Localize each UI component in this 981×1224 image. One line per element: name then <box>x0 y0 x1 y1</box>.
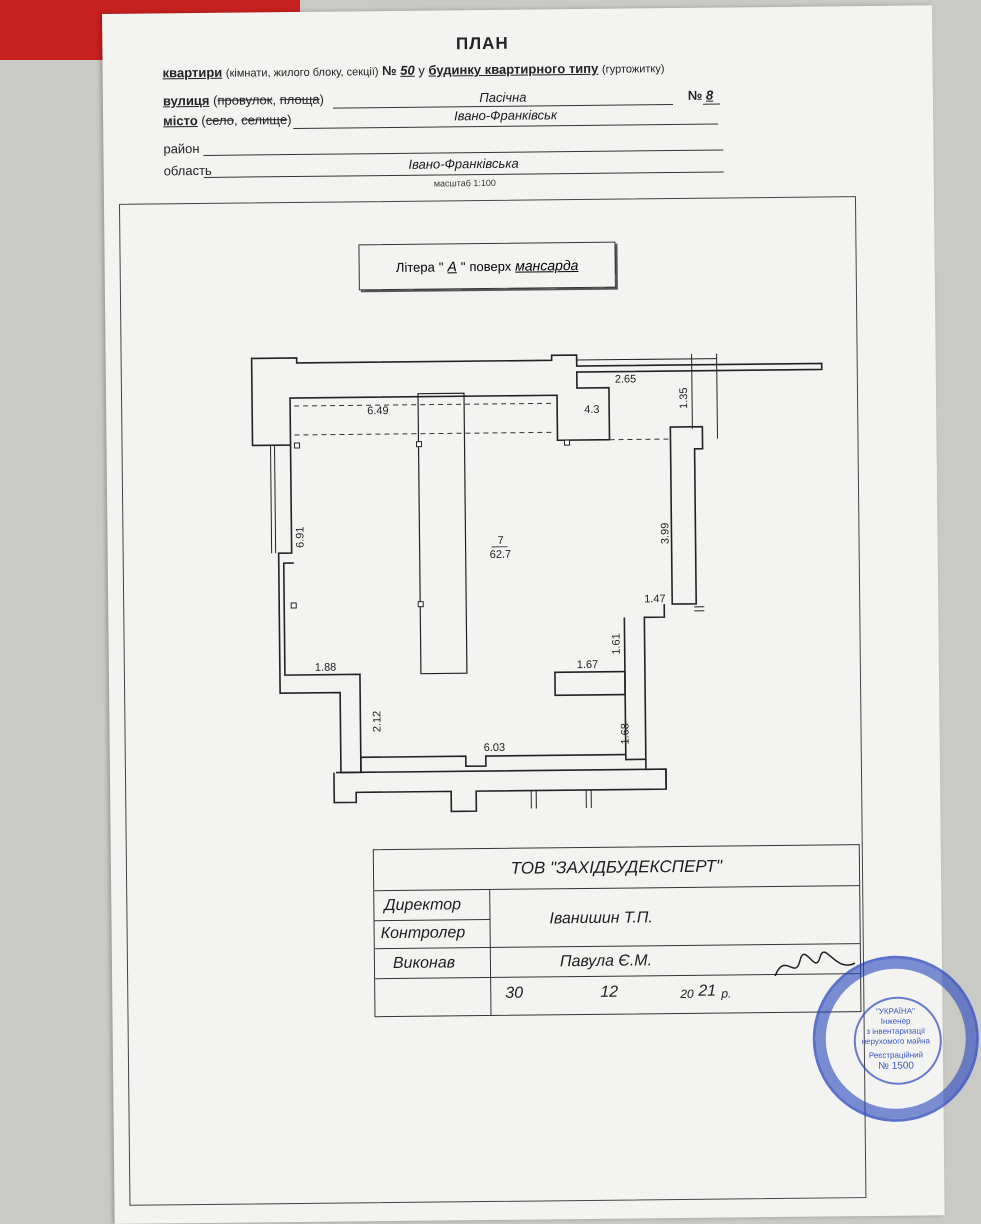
director-value: Іванишин Т.П. <box>549 909 652 928</box>
city-label: місто (село, селище) <box>163 112 292 128</box>
dim-left-step: 1.88 <box>315 662 337 674</box>
drawing-frame: Літера " А " поверх мансарда <box>119 196 866 1206</box>
seal-stamp-icon: "УКРАЇНА" Інженер з інвентаризації нерух… <box>812 955 980 1123</box>
house-number-value: 8 <box>706 88 713 103</box>
room-number: 7 <box>497 535 503 547</box>
apartment-line: квартири (кімнати, жилого блоку, секції)… <box>163 60 665 80</box>
floor-plan-document: ПЛАН квартири (кімнати, жилого блоку, се… <box>102 5 945 1224</box>
city-underline <box>293 124 718 129</box>
dormitory-paren: (гуртожитку) <box>602 63 665 76</box>
seal-text-1: "УКРАЇНА" <box>845 1006 945 1016</box>
executor-value: Павула Є.М. <box>560 952 652 971</box>
street-paren-close: ) <box>320 92 325 107</box>
dim-step-top: 1.47 <box>644 593 666 605</box>
dim-balcony-width: 2.65 <box>615 373 637 385</box>
date-year-prefix: 20 <box>680 987 694 1001</box>
ridge-beam <box>418 393 467 673</box>
date-year-suffix: 21 <box>698 983 716 1001</box>
director-label: Директор <box>384 896 461 915</box>
date-day: 30 <box>505 985 523 1003</box>
building-type: будинку квартирного типу <box>428 61 598 78</box>
city-comma: , <box>234 113 238 128</box>
apartment-number: 50 <box>400 63 415 78</box>
apartment-word: квартири <box>163 65 223 81</box>
seal-text-5: Реєстраційний <box>846 1050 946 1060</box>
scale-note: масштаб 1:100 <box>434 178 496 189</box>
dim-width-top: 6.49 <box>367 405 389 417</box>
date-month: 12 <box>600 984 618 1002</box>
city-value: Івано-Франківськ <box>293 106 718 125</box>
square-struck: площа <box>280 92 320 107</box>
outer-walls <box>252 352 827 813</box>
street-label: вулиця (провулок, площа) <box>163 92 324 109</box>
in-word: у <box>418 63 425 78</box>
number-label: № <box>382 63 397 78</box>
dim-left-wall: 6.91 <box>294 526 306 548</box>
dim-right-wall: 3.99 <box>659 523 671 545</box>
street-word: вулиця <box>163 93 210 108</box>
document-title: ПЛАН <box>102 30 862 58</box>
room-area: 62.7 <box>490 549 512 561</box>
company-name: ТОВ "ЗАХІДБУДЕКСПЕРТ" <box>374 855 859 880</box>
village-struck: село <box>206 113 234 128</box>
dimension-labels: 6.49 4.3 2.65 1.35 6.91 3.99 1.47 1.61 1… <box>293 373 694 756</box>
dim-right-lower: 1.68 <box>619 723 631 745</box>
district-label: район <box>163 141 199 156</box>
street-comma: , <box>272 92 276 107</box>
title-block-rule <box>489 889 491 1015</box>
columns <box>290 440 572 608</box>
dim-left-lower: 2.12 <box>371 711 383 733</box>
city-paren-close: ) <box>287 112 292 127</box>
lane-struck: провулок <box>217 92 272 108</box>
executor-label: Виконав <box>393 954 455 973</box>
district-value <box>203 134 723 139</box>
dim-balcony-depth: 1.35 <box>678 387 690 409</box>
seal-text-2: Інженер <box>846 1016 946 1026</box>
region-value: Івано-Франківська <box>204 153 724 173</box>
house-number-label: № <box>688 88 703 103</box>
seal-text-4: нерухомого майна <box>846 1036 946 1046</box>
settlement-struck: селище <box>241 112 287 127</box>
house-number: № 8 <box>688 88 714 103</box>
apartment-paren: (кімнати, жилого блоку, секції) <box>226 66 379 80</box>
dim-bottom: 6.03 <box>484 742 506 754</box>
dim-recess: 4.3 <box>584 404 599 416</box>
title-block-rule <box>375 919 490 921</box>
title-block-rule <box>374 885 859 891</box>
controller-label: Контролер <box>381 924 466 943</box>
dim-right-step: 1.67 <box>577 659 599 671</box>
date-year-mark: р. <box>721 986 731 1000</box>
house-number-underline <box>703 104 720 105</box>
seal-text-6: № 1500 <box>846 1060 946 1073</box>
dim-step-right: 1.61 <box>611 633 623 655</box>
seal-text-3: з інвентаризації <box>846 1026 946 1036</box>
dashed-lines <box>294 402 670 443</box>
floor-plan-drawing: 6.49 4.3 2.65 1.35 6.91 3.99 1.47 1.61 1… <box>120 197 865 1205</box>
city-word: місто <box>163 113 198 128</box>
title-block: ТОВ "ЗАХІДБУДЕКСПЕРТ" Директор Контролер… <box>373 844 862 1017</box>
